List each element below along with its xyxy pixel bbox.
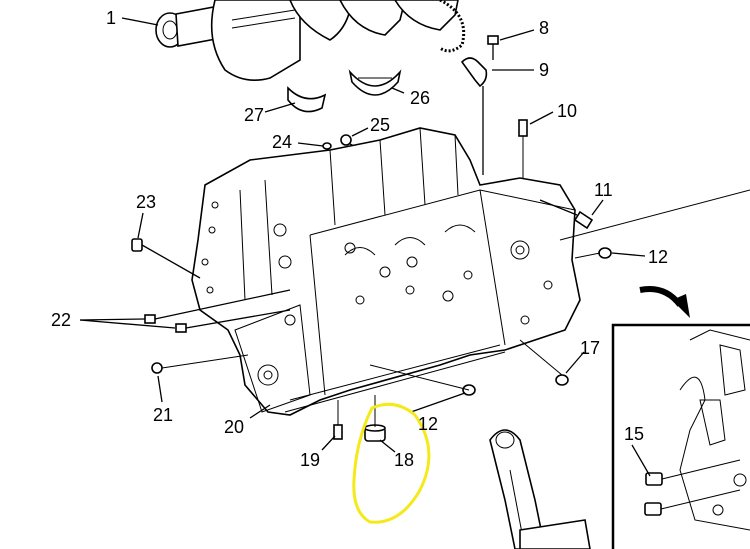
bolt-11	[539, 199, 594, 230]
callout-8: 8	[539, 18, 549, 38]
plug-21	[151, 354, 249, 374]
callout-12-right: 12	[648, 247, 668, 267]
callout-26: 26	[410, 88, 430, 108]
bearing-upper-26	[348, 69, 402, 96]
callout-21: 21	[153, 405, 173, 425]
callout-15: 15	[624, 424, 644, 444]
connecting-rod	[489, 429, 591, 549]
callout-9: 9	[539, 60, 549, 80]
dowel-19	[333, 400, 343, 440]
dowel-10	[518, 119, 528, 182]
callout-10: 10	[557, 101, 577, 121]
callout-27: 27	[244, 105, 264, 125]
bearing-lower-27	[287, 86, 327, 113]
detail-arrow	[639, 286, 690, 318]
callout-1: 1	[106, 8, 116, 28]
plug-12-right	[574, 247, 612, 259]
callout-25: 25	[370, 115, 390, 135]
callout-17: 17	[580, 338, 600, 358]
callout-12-lower: 12	[418, 414, 438, 434]
engine-block	[191, 127, 581, 416]
callout-20: 20	[224, 417, 244, 437]
callout-24: 24	[272, 132, 292, 152]
callout-19: 19	[300, 450, 320, 470]
bolt-17	[519, 339, 569, 386]
callout-18: 18	[394, 450, 414, 470]
callout-11: 11	[594, 180, 613, 200]
callout-22: 22	[51, 310, 71, 330]
crankshaft	[155, 0, 466, 81]
plug-23	[131, 238, 201, 279]
detail-inset	[611, 323, 750, 549]
leader-lines	[79, 17, 651, 477]
clip-9	[460, 57, 488, 175]
highlight-circle	[352, 402, 431, 524]
callout-23: 23	[136, 192, 156, 212]
plug-18	[364, 395, 386, 442]
bolt-8	[487, 35, 499, 60]
plug-12-lower	[369, 364, 476, 396]
